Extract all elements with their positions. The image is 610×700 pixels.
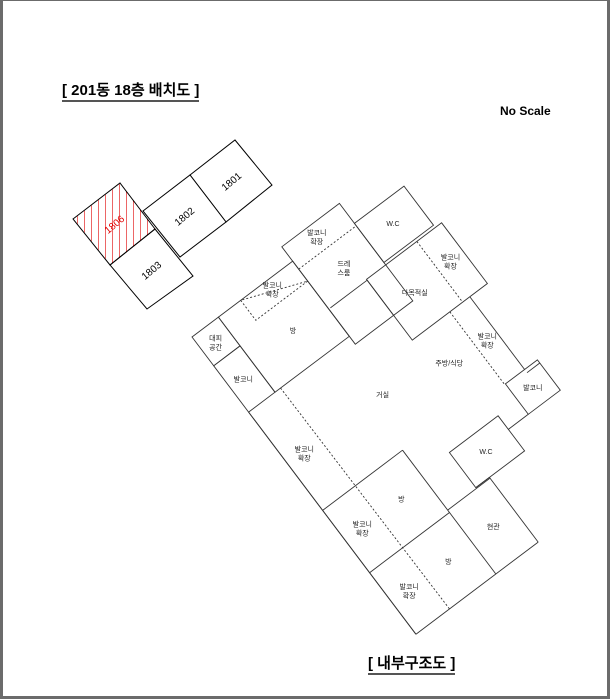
- wall-line: [508, 413, 529, 430]
- room-top-area: [217, 260, 350, 393]
- room-label-balcony-ext-mid: 발코니: [353, 520, 372, 529]
- wall-line: [449, 311, 505, 385]
- scale-note: No Scale: [500, 104, 551, 118]
- wall-line: [469, 296, 525, 370]
- wall-line: [489, 477, 539, 543]
- room-label-wc-bottom: W.C: [479, 449, 492, 456]
- room-label-balcony-ext-multi: 확장: [444, 262, 457, 271]
- unit-floor-plan: 대피공간발코니방발코니확장발코니확장드레스룸W.C다목적실발코니확장발코니확장주…: [191, 185, 561, 635]
- room-label-multipurpose: 다목적실: [402, 288, 428, 297]
- room-label-room-top: 방: [290, 326, 297, 335]
- room-label-balcony-left: 발코니: [234, 375, 253, 384]
- balcony-ext-dashed-long: [280, 387, 450, 610]
- room-label-balcony-ext-bottom: 발코니: [400, 582, 419, 591]
- wall-line: [475, 477, 490, 488]
- room-label-wc-top: W.C: [386, 221, 399, 228]
- unit-1802: [142, 174, 227, 258]
- room-label-balcony-right: 발코니: [523, 383, 542, 392]
- wall-line: [526, 362, 541, 374]
- room-label-balcony-ext-living: 발코니: [295, 444, 314, 453]
- room-label-dressroom: 드레: [337, 259, 350, 268]
- floor-plan-title: [ 내부구조도 ]: [368, 656, 456, 675]
- wall-line: [416, 241, 463, 303]
- room-label-balcony-ext-multi: 발코니: [441, 253, 460, 262]
- wc-bottom-area: [448, 415, 526, 489]
- room-label-room-mid: 방: [398, 495, 405, 504]
- wall-line: [369, 512, 450, 574]
- room-label-balcony-ext-kitchen: 발코니: [478, 332, 497, 341]
- room-label-balcony-ext-kitchen: 확장: [481, 341, 494, 350]
- room-label-balcony-ext-bottom: 확장: [403, 591, 416, 600]
- wall-line: [248, 411, 417, 635]
- room-label-balcony-ext-living: 확장: [298, 453, 311, 462]
- wall-line: [415, 541, 539, 635]
- room-label-kitchen: 주방/식당: [435, 358, 463, 367]
- room-label-entrance: 현관: [487, 522, 500, 531]
- wall-line: [298, 225, 357, 270]
- room-label-balcony-ext-dress: 발코니: [307, 228, 326, 237]
- wall-line: [322, 449, 403, 511]
- wall-line: [447, 477, 491, 511]
- wall-line: [330, 279, 368, 309]
- room-label-balcony-ext-dress: 확장: [310, 237, 323, 246]
- room-label-room-bottom: 방: [445, 557, 452, 566]
- room-label-balcony-ext-room-top: 발코니: [263, 281, 282, 290]
- balcony-ext-dashed: [239, 280, 308, 321]
- wall-line: [402, 449, 497, 575]
- site-plan-title: [ 201동 18층 배치도 ]: [62, 83, 200, 102]
- room-label-refuge: 대피: [209, 333, 222, 342]
- dress-block: [281, 202, 414, 345]
- balcony-right-area: [504, 359, 561, 415]
- room-label-dressroom: 스룸: [337, 269, 350, 277]
- multipurpose-area: [365, 222, 489, 341]
- room-label-balcony-ext-room-top: 확장: [266, 290, 279, 299]
- room-label-living: 거실: [376, 390, 389, 399]
- room-label-balcony-ext-mid: 확장: [356, 529, 369, 538]
- wc-top-area: [353, 185, 435, 264]
- unit-1806: [72, 182, 156, 266]
- room-label-refuge: 공간: [209, 342, 222, 351]
